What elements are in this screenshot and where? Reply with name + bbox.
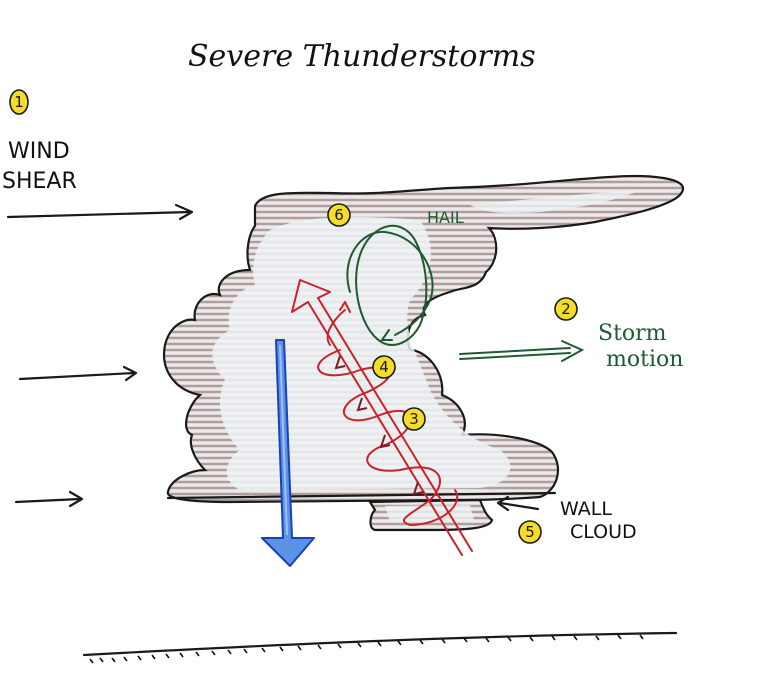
svg-text:6: 6 (334, 206, 344, 224)
svg-text:2: 2 (561, 300, 571, 318)
wind-shear-label-line1: WIND (8, 139, 70, 164)
svg-text:1: 1 (14, 93, 24, 111)
wind-arrow-bottom (14, 490, 84, 508)
wind-arrow-top (6, 203, 194, 221)
marker-4: 4 (372, 355, 396, 379)
storm-motion-label-line2: motion (606, 347, 683, 372)
svg-text:5: 5 (525, 523, 535, 541)
hail-label: HAIL (427, 208, 464, 227)
marker-3: 3 (402, 407, 426, 431)
updraft-markers (334, 355, 424, 496)
hail-trajectory (346, 224, 434, 346)
svg-text:3: 3 (409, 410, 419, 428)
downdraft-arrow (261, 339, 315, 567)
marker-5: 5 (518, 520, 542, 544)
wind-arrow-middle (18, 365, 138, 382)
wall-cloud-label-line1: WALL (560, 498, 612, 520)
wall-cloud-pointer (496, 495, 540, 512)
marker-1: 1 (9, 89, 29, 115)
wall-cloud-label-line2: CLOUD (570, 521, 637, 543)
ground-line (82, 631, 678, 664)
svg-text:4: 4 (379, 358, 389, 376)
storm-motion-arrow (459, 340, 585, 362)
marker-2: 2 (554, 297, 578, 321)
marker-6: 6 (327, 203, 351, 227)
wind-shear-label-line2: SHEAR (2, 169, 77, 194)
cloud-base-line (166, 491, 557, 500)
storm-motion-label-line1: Storm (598, 321, 667, 346)
diagram-title: Severe Thunderstorms (188, 39, 536, 74)
